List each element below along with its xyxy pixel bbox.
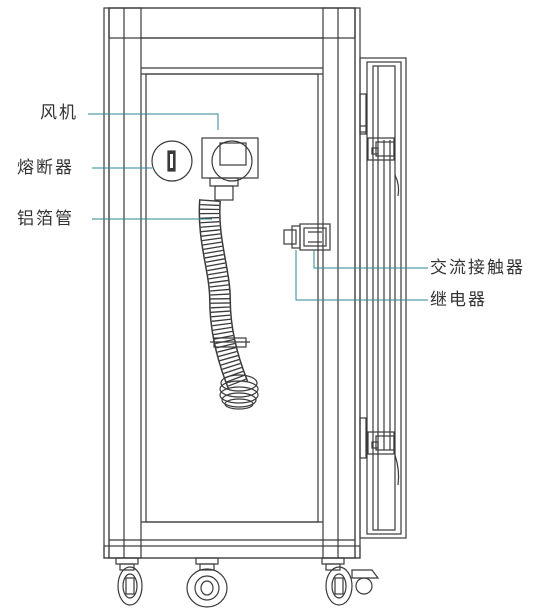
label-fan: 风机 (40, 103, 78, 123)
label-contactor: 交流接触器 (430, 258, 525, 278)
upper-hinge-icon (359, 93, 395, 161)
label-fuse: 熔断器 (17, 158, 74, 178)
fuse-icon (151, 140, 193, 182)
contactor-relay-icon (283, 223, 331, 251)
caster-middle-icon (186, 557, 228, 608)
side-door (359, 57, 407, 539)
foil-pipe-icon (198, 199, 259, 410)
leader-contactor (313, 250, 428, 269)
cabinet-base (103, 545, 361, 559)
leader-fan (88, 113, 219, 130)
leader-relay (295, 250, 428, 301)
cabinet-outer-frame (103, 7, 361, 559)
lower-hinge-icon (359, 417, 395, 459)
cabinet-top-rail (108, 7, 356, 39)
cabinet-right-post (322, 7, 356, 559)
fan-icon (201, 137, 259, 201)
label-foil-pipe: 铝箔管 (17, 209, 74, 229)
cabinet-left-post (108, 7, 142, 559)
caster-left-icon (115, 557, 143, 606)
caster-right-icon (321, 557, 380, 606)
label-relay: 继电器 (430, 290, 487, 310)
